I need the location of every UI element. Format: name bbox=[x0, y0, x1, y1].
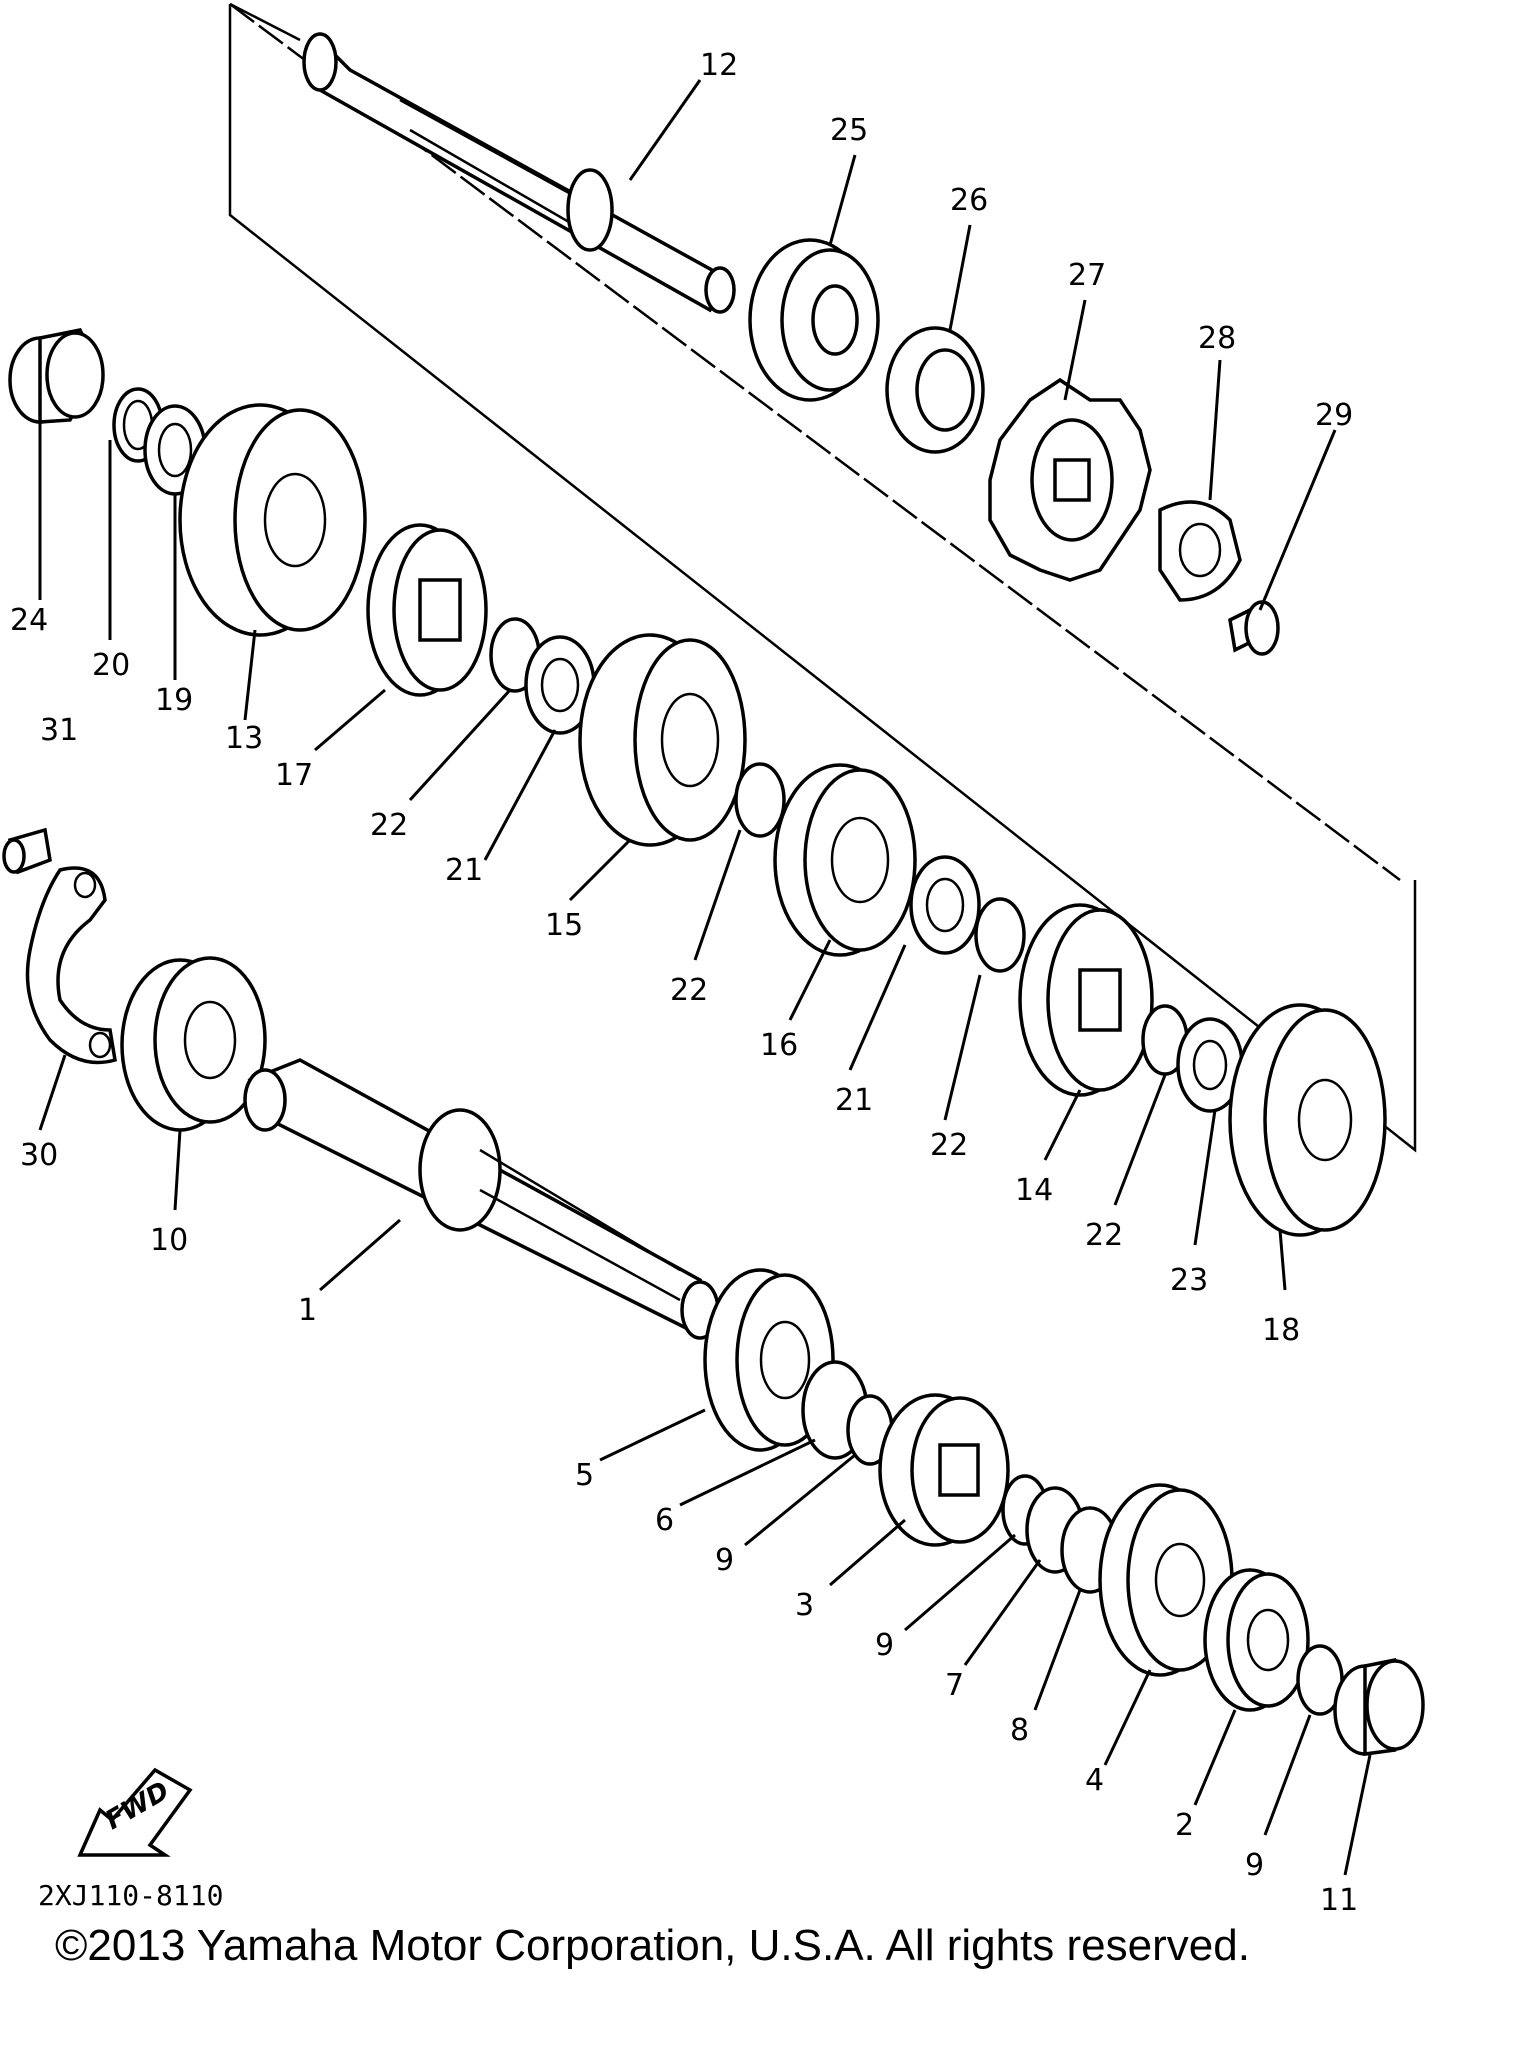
callout-24: 24 bbox=[10, 603, 48, 638]
callout-22c: 22 bbox=[930, 1128, 968, 1163]
callout-14: 14 bbox=[1015, 1173, 1053, 1208]
leader-lines bbox=[38, 79, 1372, 1876]
gear-part bbox=[1018, 903, 1154, 1097]
callout-2: 2 bbox=[1175, 1808, 1194, 1843]
callout-30: 30 bbox=[20, 1138, 58, 1173]
callout-19: 19 bbox=[155, 683, 193, 718]
gear-part bbox=[366, 523, 488, 697]
screw-part bbox=[2, 827, 52, 875]
callout-18: 18 bbox=[1262, 1313, 1300, 1348]
lock-washer-part bbox=[1158, 500, 1242, 602]
callout-26: 26 bbox=[950, 183, 988, 218]
callout-3: 3 bbox=[795, 1588, 814, 1623]
bearing-part bbox=[120, 956, 267, 1132]
forward-arrow-icon: FWD bbox=[77, 1767, 193, 1857]
callout-21: 21 bbox=[445, 853, 483, 888]
callout-4: 4 bbox=[1085, 1763, 1104, 1798]
circlip-part bbox=[974, 897, 1026, 973]
callout-labels: 12 25 26 27 28 29 24 20 19 13 17 22 21 1… bbox=[10, 48, 1358, 1918]
gear-part bbox=[1203, 1568, 1310, 1712]
callout-17: 17 bbox=[275, 758, 313, 793]
callout-9: 9 bbox=[715, 1543, 734, 1578]
callout-6: 6 bbox=[655, 1503, 674, 1538]
needle-bearing-part bbox=[1333, 1658, 1425, 1756]
washer-part bbox=[909, 855, 981, 955]
callout-15: 15 bbox=[545, 908, 583, 943]
callout-12: 12 bbox=[700, 48, 738, 83]
bearing-stopper-part bbox=[25, 866, 117, 1065]
callout-10: 10 bbox=[150, 1223, 188, 1258]
assembly-boundary bbox=[228, 4, 1417, 1153]
callout-27: 27 bbox=[1068, 258, 1106, 293]
callout-22: 22 bbox=[370, 808, 408, 843]
oil-seal-part bbox=[885, 326, 985, 454]
callout-9c: 9 bbox=[1245, 1848, 1264, 1883]
callout-22d: 22 bbox=[1085, 1218, 1123, 1253]
callout-11: 11 bbox=[1320, 1883, 1358, 1918]
gear-part bbox=[878, 1393, 1010, 1547]
gear-part bbox=[773, 763, 917, 957]
bolt-part bbox=[1228, 600, 1280, 656]
gear-part bbox=[578, 633, 747, 847]
callout-29: 29 bbox=[1315, 398, 1353, 433]
callout-22b: 22 bbox=[670, 973, 708, 1008]
drive-axle-part bbox=[243, 1058, 720, 1340]
callout-1: 1 bbox=[298, 1293, 317, 1328]
callout-9b: 9 bbox=[875, 1628, 894, 1663]
callout-8: 8 bbox=[1010, 1713, 1029, 1748]
bearing-part bbox=[748, 238, 880, 402]
boundary-tick bbox=[229, 2, 301, 42]
needle-bearing-part bbox=[8, 328, 105, 424]
callout-20: 20 bbox=[92, 648, 130, 683]
main-axle-part bbox=[302, 32, 736, 314]
callout-23: 23 bbox=[1170, 1263, 1208, 1298]
callout-7: 7 bbox=[945, 1668, 964, 1703]
gear-part bbox=[1228, 1003, 1387, 1237]
callout-5: 5 bbox=[575, 1458, 594, 1493]
callout-13: 13 bbox=[225, 721, 263, 756]
callout-16: 16 bbox=[760, 1028, 798, 1063]
callout-31: 31 bbox=[40, 713, 78, 748]
callout-28: 28 bbox=[1198, 321, 1236, 356]
copyright-notice: ©2013 Yamaha Motor Corporation, U.S.A. A… bbox=[55, 1921, 1250, 1970]
callout-21b: 21 bbox=[835, 1083, 873, 1118]
gear-part bbox=[178, 403, 367, 637]
callout-25: 25 bbox=[830, 113, 868, 148]
diagram-code: 2XJ110-8110 bbox=[38, 1879, 223, 1912]
circlip-part bbox=[734, 762, 786, 838]
drive-sprocket-part bbox=[988, 377, 1152, 582]
